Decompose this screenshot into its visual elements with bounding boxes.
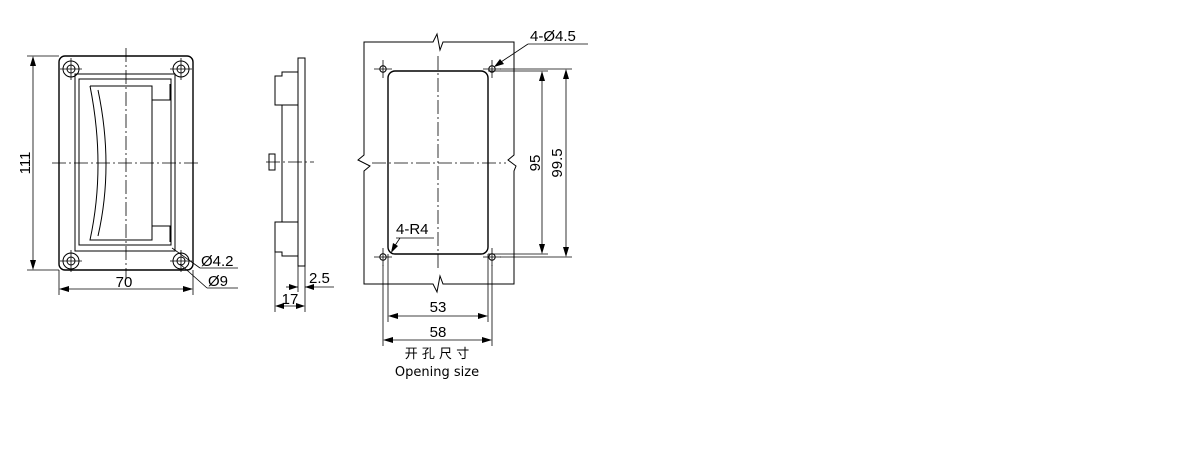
front-recess-frame (74, 73, 176, 252)
cutout-hole-bottom-right (482, 247, 502, 267)
mounting-hole-bottom-left (59, 249, 83, 273)
caption-english: Opening size (395, 365, 479, 380)
front-view: 111 70 Ø4.2 Ø9 (17, 48, 238, 295)
cutout-hole-top-left (373, 59, 393, 79)
dim-hole-spacing-58: 58 (430, 324, 447, 341)
dim-hole-9: Ø9 (208, 273, 228, 290)
dim-height-111: 111 (17, 152, 34, 175)
dim-hole-4-2: Ø4.2 (201, 253, 234, 270)
dim-cutout-height-95: 95 (527, 155, 544, 172)
dim-flange-2-5: 2.5 (309, 270, 330, 287)
cutout-view: 4-Ø4.5 4-R4 95 99.5 53 58 (357, 28, 588, 380)
caption-chinese: 开 孔 尺 寸 (405, 347, 469, 362)
dim-cutout-width-53: 53 (430, 299, 447, 316)
dim-corner-radius: 4-R4 (396, 221, 429, 238)
dim-cutout-holes: 4-Ø4.5 (530, 28, 576, 45)
mounting-hole-top-left (59, 57, 83, 81)
side-body (274, 71, 298, 257)
dim-hole-spacing-99-5: 99.5 (549, 148, 566, 177)
mounting-hole-bottom-right (169, 249, 193, 273)
dim-depth-17: 17 (282, 291, 299, 308)
side-view: 17 2.5 (266, 57, 334, 312)
panel-outline (357, 32, 517, 294)
dim-width-70: 70 (116, 274, 133, 291)
mounting-hole-top-right (169, 57, 193, 81)
